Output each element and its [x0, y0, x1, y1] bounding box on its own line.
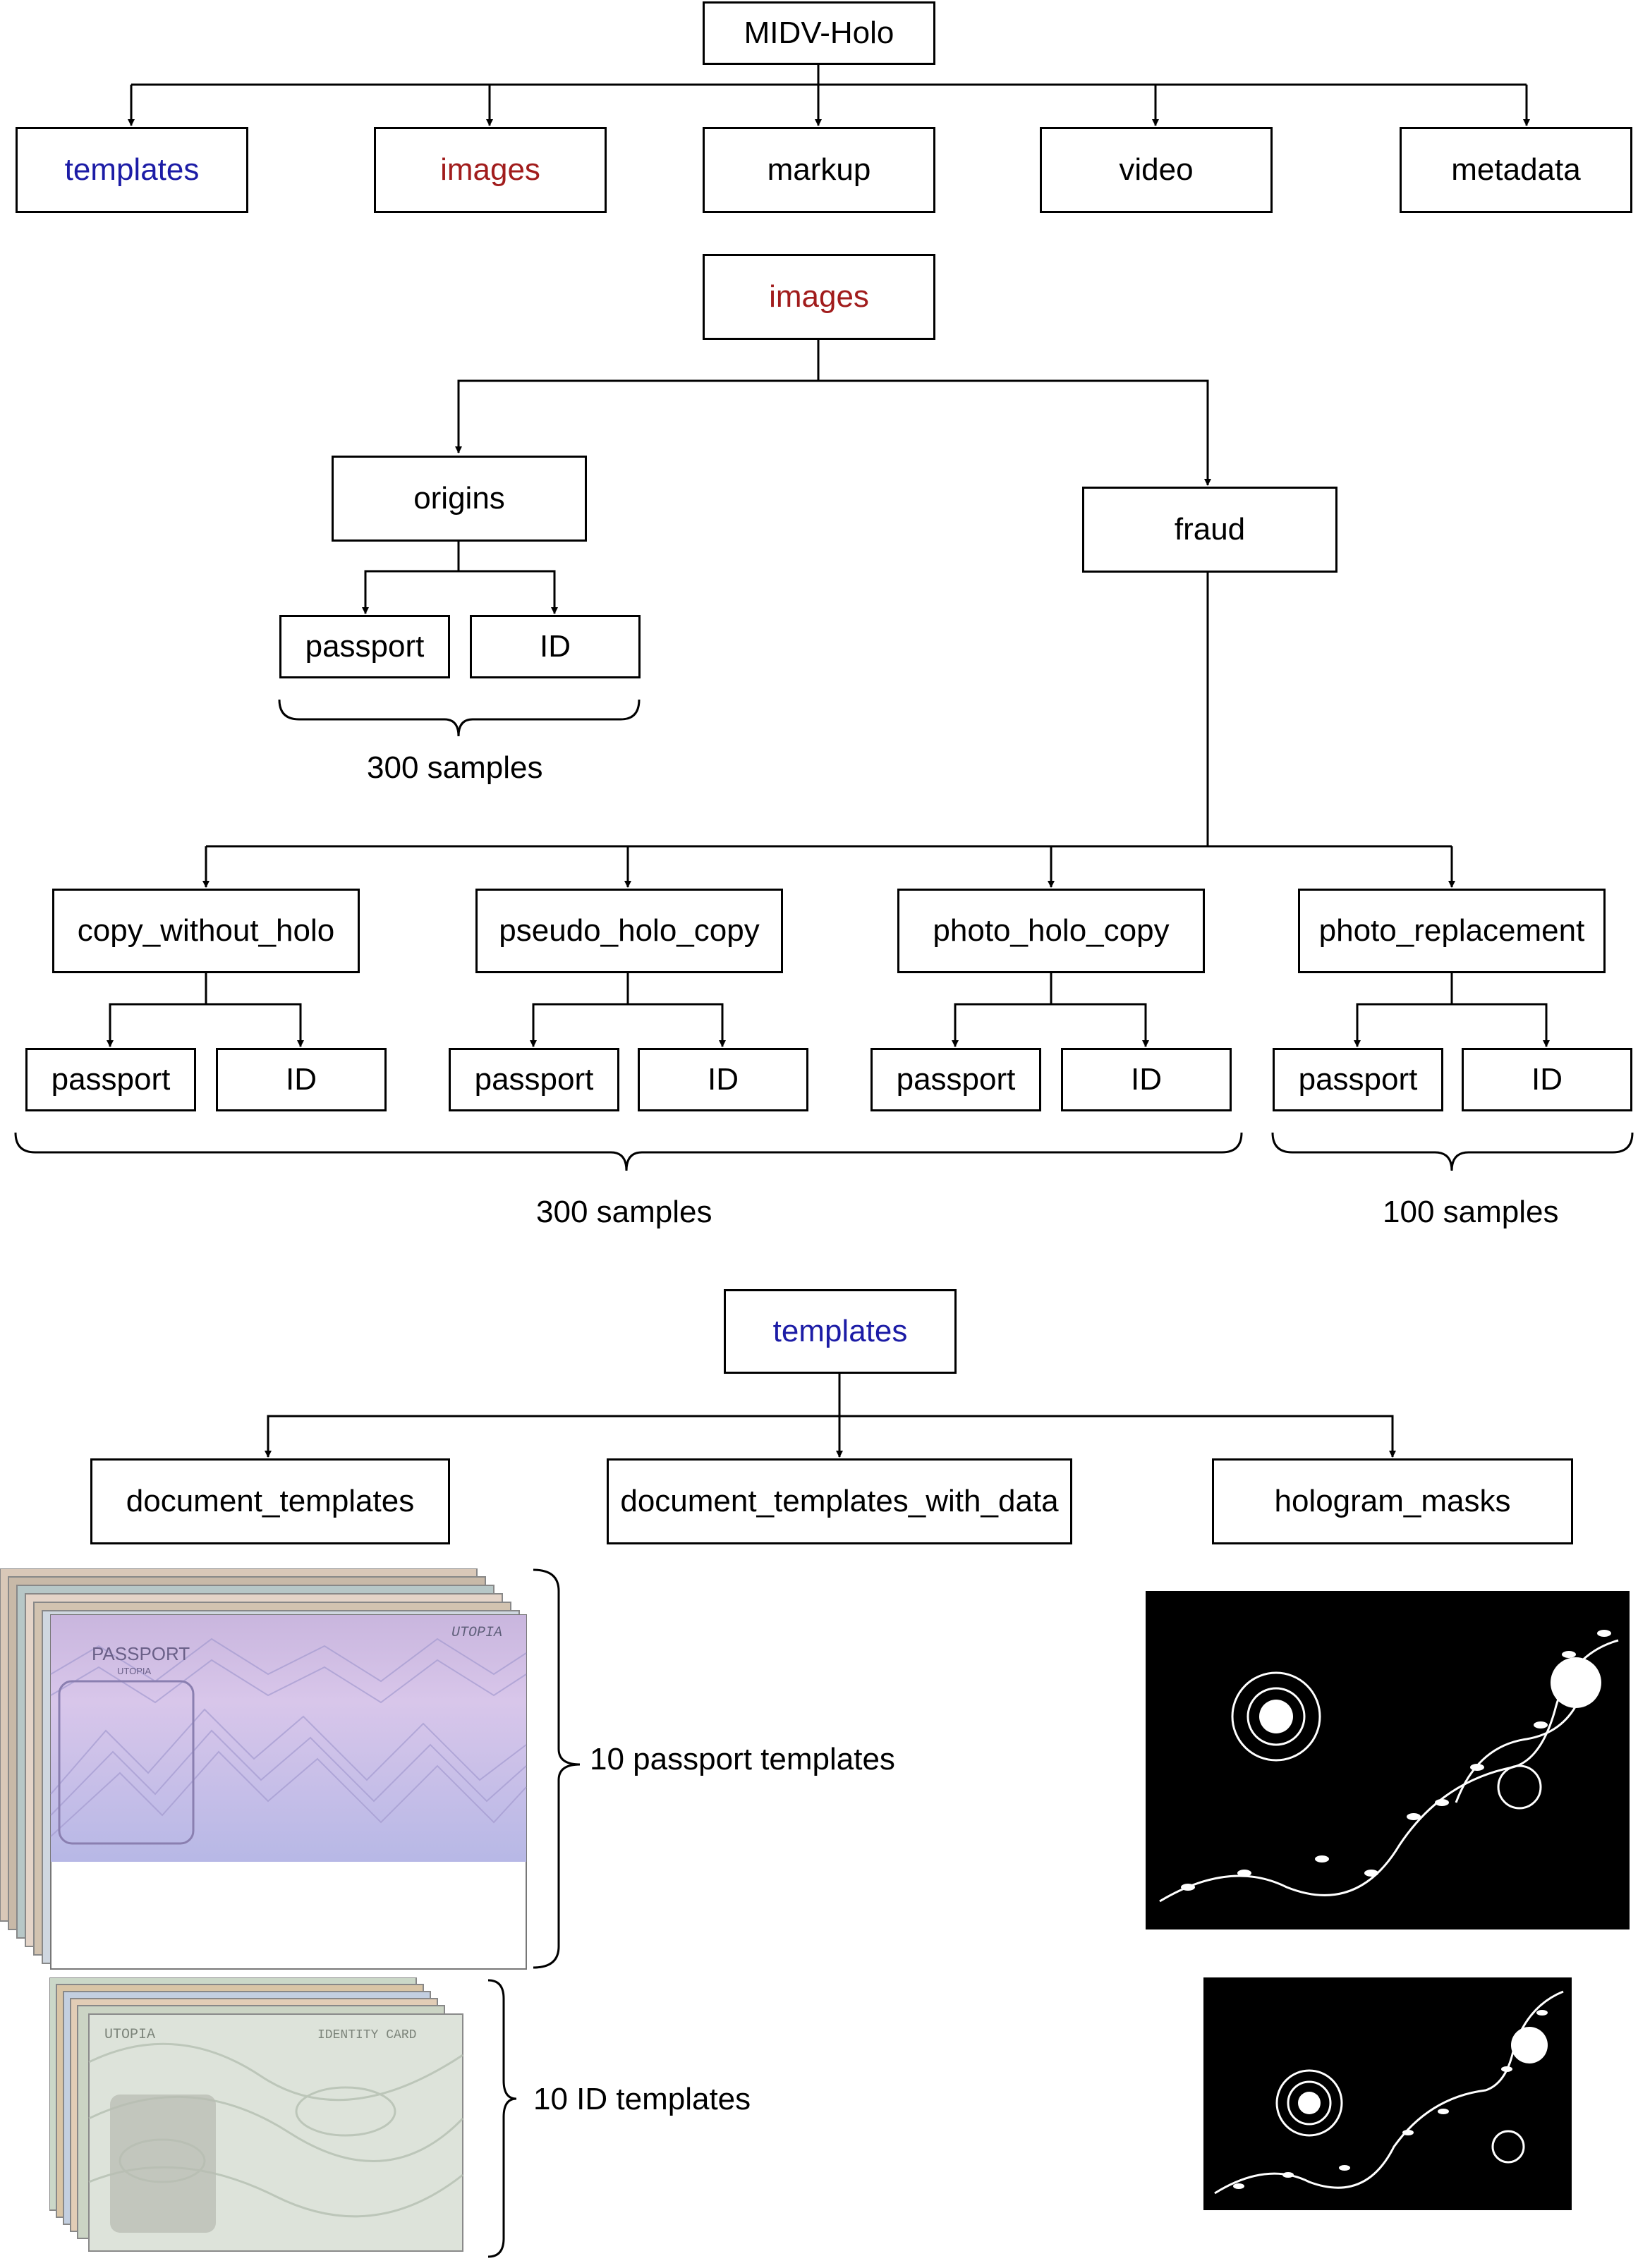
images-label: images [440, 152, 540, 187]
origins-passport-label: passport [305, 629, 425, 664]
fraud-node: fraud [1082, 487, 1337, 573]
root-node: MIDV-Holo [703, 1, 935, 65]
replacement-samples-label: 100 samples [1383, 1195, 1559, 1229]
passport-template-stack: PASSPORT UTOPIA UTOPIA [0, 1568, 527, 1970]
pr-passport-label: passport [1298, 1062, 1418, 1097]
phc-passport-node: passport [449, 1048, 619, 1111]
pr-id-label: ID [1531, 1062, 1563, 1097]
id-templates-label: 10 ID templates [533, 2082, 751, 2116]
images-sub-label: images [769, 279, 869, 314]
origins-label: origins [413, 481, 505, 516]
images-node: images [374, 127, 607, 213]
pr-passport-node: passport [1273, 1048, 1443, 1111]
photo-hc-passport-node: passport [870, 1048, 1041, 1111]
fraud-label: fraud [1174, 512, 1246, 547]
origins-id-node: ID [470, 615, 641, 678]
phc-passport-label: passport [474, 1062, 594, 1097]
id-template-stack: UTOPIA IDENTITY CARD [49, 1977, 464, 2252]
photo-holo-copy-node: photo_holo_copy [897, 889, 1205, 973]
origins-samples-label: 300 samples [367, 750, 543, 785]
pr-id-node: ID [1462, 1048, 1632, 1111]
hologram-mask-small [1203, 1977, 1572, 2210]
pseudo-holo-copy-label: pseudo_holo_copy [499, 913, 760, 948]
pseudo-holo-copy-node: pseudo_holo_copy [475, 889, 783, 973]
passport-thumbnail-subtitle: UTOPIA [117, 1666, 151, 1676]
copy-without-holo-label: copy_without_holo [77, 913, 335, 948]
templates-label: templates [64, 152, 200, 187]
photo-hc-passport-label: passport [896, 1062, 1016, 1097]
markup-label: markup [767, 152, 871, 187]
document-templates-label: document_templates [126, 1484, 415, 1518]
root-label: MIDV-Holo [744, 16, 894, 50]
cwh-passport-node: passport [25, 1048, 196, 1111]
images-sub-node: images [703, 254, 935, 340]
markup-node: markup [703, 127, 935, 213]
id-thumbnail-country: UTOPIA [104, 2027, 155, 2043]
metadata-label: metadata [1451, 152, 1581, 187]
phc-id-node: ID [638, 1048, 808, 1111]
templates-sub-label: templates [772, 1314, 908, 1348]
cwh-id-label: ID [286, 1062, 317, 1097]
document-templates-node: document_templates [90, 1458, 450, 1544]
photo-hc-id-label: ID [1131, 1062, 1162, 1097]
passport-thumbnail-country: UTOPIA [451, 1625, 502, 1641]
id-thumbnail-title: IDENTITY CARD [317, 2028, 416, 2042]
copy-without-holo-node: copy_without_holo [52, 889, 360, 973]
photo-holo-copy-label: photo_holo_copy [933, 913, 1170, 948]
phc-id-label: ID [708, 1062, 739, 1097]
cwh-id-node: ID [216, 1048, 387, 1111]
hologram-masks-node: hologram_masks [1212, 1458, 1573, 1544]
document-templates-with-data-label: document_templates_with_data [620, 1484, 1059, 1518]
hologram-mask-large [1146, 1591, 1630, 1929]
passport-thumbnail-title: PASSPORT [92, 1643, 190, 1664]
photo-replacement-label: photo_replacement [1318, 913, 1585, 948]
templates-sub-node: templates [724, 1289, 957, 1374]
origins-passport-node: passport [279, 615, 450, 678]
fraud-samples-label: 300 samples [536, 1195, 712, 1229]
passport-templates-label: 10 passport templates [590, 1742, 895, 1776]
photo-replacement-node: photo_replacement [1298, 889, 1606, 973]
document-templates-with-data-node: document_templates_with_data [607, 1458, 1072, 1544]
origins-node: origins [332, 456, 587, 542]
cwh-passport-label: passport [51, 1062, 171, 1097]
video-label: video [1119, 152, 1194, 187]
templates-node: templates [16, 127, 248, 213]
hologram-masks-label: hologram_masks [1274, 1484, 1511, 1518]
photo-hc-id-node: ID [1061, 1048, 1232, 1111]
video-node: video [1040, 127, 1273, 213]
metadata-node: metadata [1400, 127, 1632, 213]
origins-id-label: ID [540, 629, 571, 664]
